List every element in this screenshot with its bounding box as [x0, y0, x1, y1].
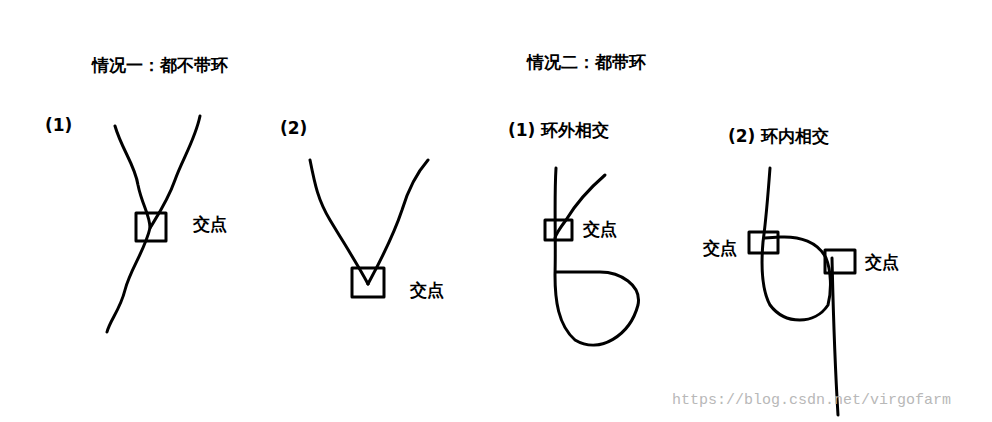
sub-number: (1)	[45, 115, 72, 135]
intersection-label: 交点	[583, 219, 617, 239]
intersection-label: 交点	[865, 252, 899, 272]
watermark: https://blog.csdn.net/virgofarm	[672, 392, 951, 410]
intersection-label: 交点	[410, 280, 444, 300]
case-heading: 情况一：都不带环	[92, 55, 228, 75]
intersection-label: 交点	[193, 214, 227, 234]
case-heading: 情况二：都带环	[527, 52, 646, 72]
sub-number: (2)	[280, 118, 307, 138]
intersection-label: 交点	[703, 238, 737, 258]
sub-heading: (1) 环外相交	[508, 120, 609, 140]
sub-heading: (2) 环内相交	[728, 126, 829, 146]
